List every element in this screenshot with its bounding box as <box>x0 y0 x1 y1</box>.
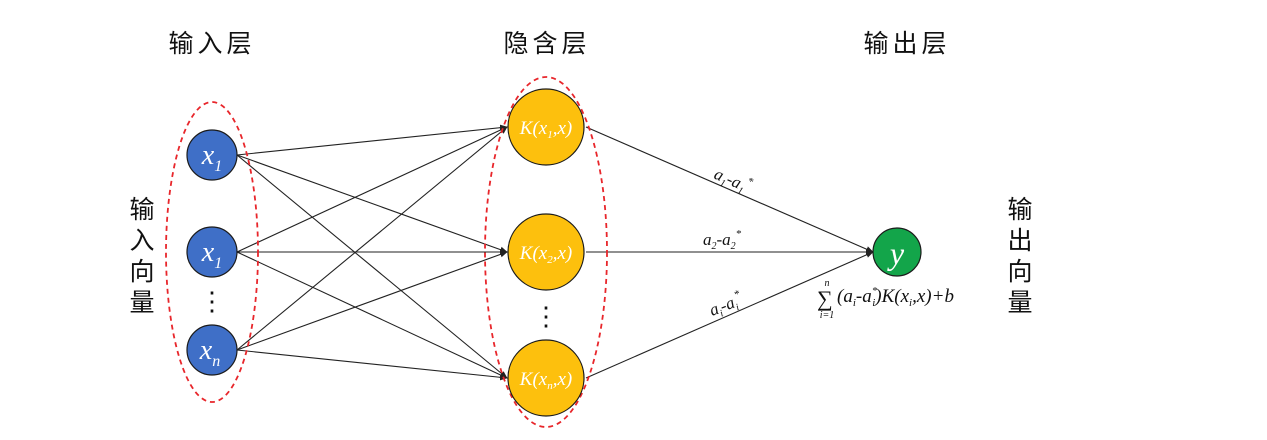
hidden-node-circle <box>507 339 585 417</box>
weight-sub: i <box>719 308 726 319</box>
node-label-sub: 2 <box>547 254 553 266</box>
hidden-node-k1: K(x1,x) <box>507 88 585 166</box>
output-vector-title: 输 出 向 量 <box>1007 195 1032 317</box>
weight-sep: -a <box>717 230 731 249</box>
connections <box>236 124 874 381</box>
hidden-node-label: K(x2,x) <box>519 243 572 266</box>
formula-part: ,x)+b <box>912 286 954 307</box>
formula-sub: i <box>853 297 856 309</box>
weight-label-2: a2-a2* <box>703 228 742 252</box>
input-node-label: x1 <box>201 237 222 272</box>
edge-x1a-k1 <box>236 124 508 156</box>
node-label-sub: 1 <box>214 255 222 272</box>
weight-sup: * <box>736 228 742 240</box>
hidden-node-kn: K(xn,x) <box>507 339 585 417</box>
hidden-node-k2: K(x2,x) <box>507 213 585 291</box>
weight-label-i: ai-ai* <box>706 288 747 323</box>
formula-part: -a <box>856 286 872 307</box>
input-node-x1a: x1 <box>186 129 238 181</box>
input-vector-char: 量 <box>129 288 154 317</box>
hidden-layer-title: 隐含层 <box>503 29 590 58</box>
edge-xn-k2 <box>236 251 508 351</box>
output-vector-char: 向 <box>1007 257 1032 286</box>
node-label-suffix: ,x) <box>553 118 573 139</box>
hidden-group-ellipse <box>484 76 608 428</box>
hidden-node-label: K(xn,x) <box>519 369 572 392</box>
node-label-prefix: K(x <box>519 243 548 264</box>
node-label-base: x <box>199 335 213 366</box>
input-group-ellipse <box>165 101 259 403</box>
input-node-label: x1 <box>201 140 222 175</box>
output-layer-title: 输出层 <box>863 29 950 58</box>
input-vector-char: 向 <box>129 257 154 286</box>
edge-x1b-k1 <box>236 126 508 253</box>
weight-sub: 2 <box>731 241 736 252</box>
output-vector-char: 量 <box>1007 288 1032 317</box>
edge-k1-y <box>585 126 874 253</box>
weight-sup: * <box>732 288 742 301</box>
edge-x1a-kn <box>236 154 508 379</box>
formula-body: (ai-a*i)K(xi,x)+b <box>837 285 954 309</box>
hidden-node-circle <box>507 213 585 291</box>
hidden-ellipsis: ⋮ <box>533 302 559 331</box>
input-vector-char: 输 <box>129 195 154 224</box>
formula-upper: n <box>825 278 830 289</box>
input-node-label: xn <box>199 335 220 370</box>
input-ellipsis: ⋮ <box>199 287 225 316</box>
weight-a: a <box>703 230 712 249</box>
weight-label-1: a1-a1* <box>710 162 755 199</box>
formula-lower: i=1 <box>820 310 835 321</box>
input-node-x1b: x1 <box>186 226 238 278</box>
edge-x1b-kn <box>236 251 508 379</box>
node-label-sub: 1 <box>547 129 553 141</box>
weight-sup: * <box>745 175 755 188</box>
input-node-circle <box>186 324 238 376</box>
input-node-circle <box>186 226 238 278</box>
formula-sub: i <box>909 297 912 309</box>
output-formula: ∑ n i=1 (ai-a*i)K(xi,x)+b <box>817 278 954 321</box>
weight-sep: -a <box>724 169 744 192</box>
edge-xn-k1 <box>236 126 508 351</box>
node-label-sub: n <box>212 353 220 370</box>
weight-sep: -a <box>717 293 737 316</box>
node-label-suffix: ,x) <box>553 369 573 390</box>
edge-xn-kn <box>236 349 508 381</box>
output-vector-char: 出 <box>1007 226 1032 255</box>
node-label-sub: 1 <box>214 158 222 175</box>
formula-sub: i <box>872 297 875 309</box>
node-label-base: x <box>201 237 215 268</box>
output-node-label: y <box>887 235 905 271</box>
weight-sub: i <box>734 302 741 313</box>
node-label-prefix: K(x <box>519 369 548 390</box>
input-node-circle <box>186 129 238 181</box>
formula-sigma: ∑ <box>817 286 833 311</box>
output-node-circle <box>872 227 922 277</box>
weight-sub: 1 <box>736 185 745 197</box>
node-label-prefix: K(x <box>519 118 548 139</box>
weight-sub: 1 <box>718 178 727 190</box>
hidden-node-circle <box>507 88 585 166</box>
input-node-xn: xn <box>186 324 238 376</box>
input-vector-char: 入 <box>129 226 154 255</box>
hidden-node-label: K(x1,x) <box>519 118 572 141</box>
node-label-base: x <box>201 140 215 171</box>
input-vector-title: 输 入 向 量 <box>129 195 154 317</box>
edge-kn-y <box>585 251 874 379</box>
weight-sub: 2 <box>712 241 717 252</box>
input-layer-title: 输入层 <box>168 29 255 58</box>
edge-x1a-k2 <box>236 154 508 253</box>
node-label-sub: n <box>547 380 553 392</box>
output-node-y: y <box>872 227 922 277</box>
formula-sup: * <box>872 285 878 297</box>
formula-part: (a <box>837 286 853 307</box>
output-vector-char: 输 <box>1007 195 1032 224</box>
node-label-suffix: ,x) <box>553 243 573 264</box>
formula-part: )K(x <box>874 286 909 307</box>
